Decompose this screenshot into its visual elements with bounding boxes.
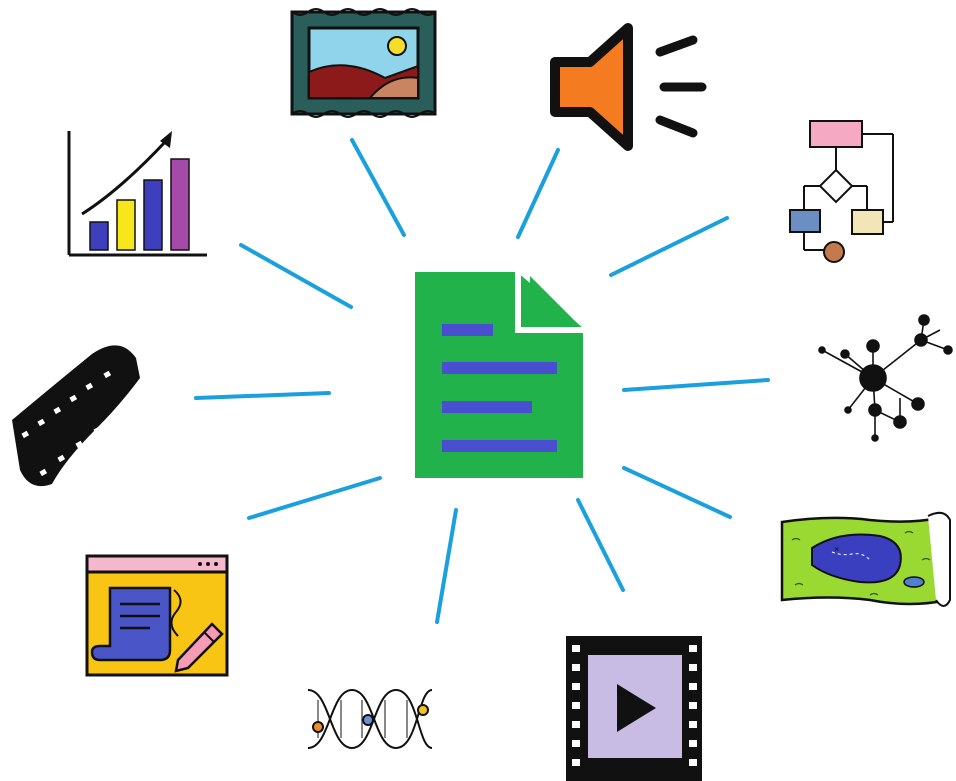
treasure-map-icon: ×	[780, 511, 951, 607]
scroll-document-icon	[85, 554, 229, 677]
film-strip-icon	[12, 345, 140, 487]
spoke-line	[435, 508, 458, 624]
spoke-line	[247, 476, 382, 520]
picture-frame-icon	[290, 8, 437, 118]
network-graph-icon	[818, 314, 953, 442]
spoke-lines	[194, 138, 770, 624]
bar-chart-icon	[67, 131, 207, 257]
spoke-line	[350, 138, 406, 237]
spoke-line	[622, 466, 732, 519]
spoke-line	[576, 498, 625, 592]
video-play-icon	[566, 636, 702, 781]
spoke-line	[516, 148, 560, 239]
speaker-icon	[550, 23, 707, 151]
dna-helix-icon	[307, 688, 433, 750]
spoke-line	[622, 378, 770, 392]
spoke-line	[609, 216, 729, 277]
flowchart-icon	[789, 120, 894, 263]
document-icon	[415, 272, 585, 478]
spoke-line	[239, 243, 353, 309]
spoke-line	[194, 391, 331, 400]
svg-text:×: ×	[834, 544, 839, 554]
